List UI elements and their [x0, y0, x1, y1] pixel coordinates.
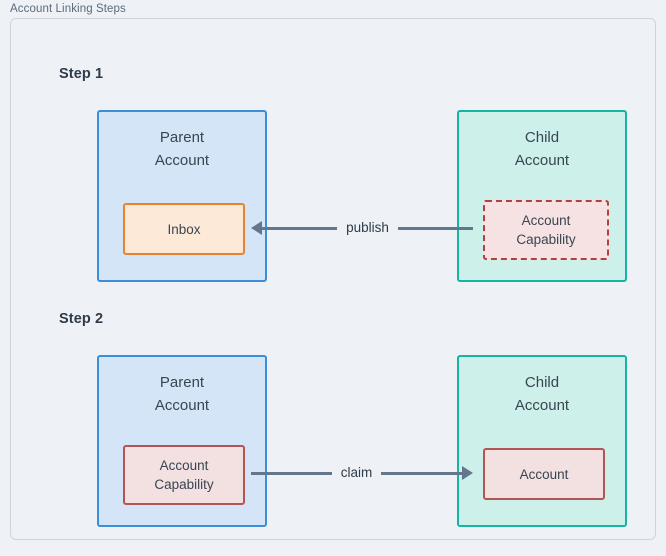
step-2-label: Step 2 [59, 311, 104, 327]
step-1-parent-account-box[interactable]: Parent Account Inbox [97, 110, 267, 282]
step-2-claim-arrow: claim [251, 458, 474, 488]
step-1-publish-arrow: publish [251, 213, 473, 243]
step-2-arrow-label: claim [331, 464, 382, 482]
step-2-parent-account-box[interactable]: Parent Account Account Capability [97, 355, 267, 527]
step-2-child-account-box[interactable]: Child Account Account [457, 355, 627, 527]
arrow-line [251, 471, 332, 475]
arrow-line [381, 471, 463, 475]
arrow-line [262, 226, 338, 230]
step-1-child-account-box[interactable]: Child Account Account Capability [457, 110, 627, 282]
step-1-account-capability-box[interactable]: Account Capability [483, 200, 609, 260]
arrow-head-left-icon [251, 221, 262, 235]
panel-title: Account Linking Steps [10, 3, 126, 15]
step-1-inbox-box[interactable]: Inbox [123, 203, 245, 255]
step-2-account-box[interactable]: Account [483, 448, 605, 500]
arrow-head-right-icon [462, 466, 474, 480]
step-2-account-capability-box[interactable]: Account Capability [123, 445, 245, 505]
step-1-label: Step 1 [59, 66, 104, 82]
step-1-child-account-title: Child Account [514, 129, 570, 169]
step-2-child-account-title: Child Account [514, 374, 570, 414]
step-1-arrow-label: publish [337, 219, 398, 237]
diagram-panel: Step 1 Parent Account Inbox Child Accoun… [10, 18, 656, 540]
step-2-parent-account-title: Parent Account [154, 374, 210, 414]
step-1-parent-account-title: Parent Account [154, 129, 210, 169]
arrow-line [397, 226, 473, 230]
